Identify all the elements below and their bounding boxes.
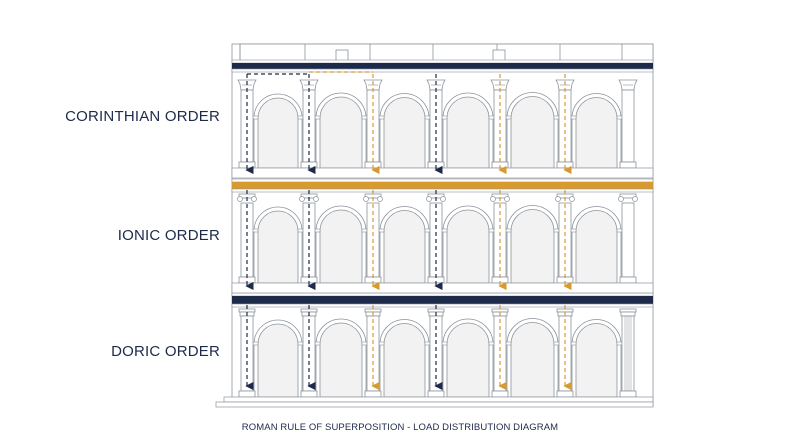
column-base [619,161,637,169]
entablature-band-top-moulding-bottom [231,68,654,73]
arch-outline [442,205,494,283]
arch-outline [506,205,559,283]
arch-outline [379,319,430,397]
doric-abacus [364,308,382,313]
arch-opening [257,97,299,169]
ionic-volute [313,196,319,202]
arch-outline [253,206,303,283]
arch-opening [383,210,426,284]
ionic-volute [377,196,383,202]
diagram-caption: ROMAN RULE OF SUPERPOSITION - LOAD DISTR… [241,422,559,433]
arch-opening [575,210,618,284]
arch-outline [315,205,367,283]
arch-opening [319,96,363,169]
arch-outline [253,93,303,168]
ionic-volute [569,196,575,202]
arch-outline [442,318,494,397]
arch-outline [253,319,303,397]
doric-abacus [556,308,574,313]
entablature-band-lower-moulding-bottom [231,303,654,308]
arch-outline [315,318,367,397]
doric-abacus [427,308,445,313]
cornice-moulding [231,167,654,179]
arch-outline [571,319,622,397]
base-step [223,396,654,403]
doric-abacus [619,308,637,313]
arch-outline [315,92,367,168]
arch-outline [506,318,559,397]
arch-opening [510,209,555,284]
ionic-volute [426,196,432,202]
ionic-volute [237,196,243,202]
arch-opening [257,323,299,398]
column-base [364,390,382,398]
arch-opening [383,97,426,169]
label-doric-order: DORIC ORDER [111,343,220,360]
ionic-volute [504,196,510,202]
ionic-volute [251,196,257,202]
arch-opening [575,97,618,169]
arch-opening [510,322,555,398]
entablature-band-middle [232,182,653,189]
ionic-volute [363,196,369,202]
column-base [619,276,637,284]
arch-outline [442,92,494,168]
attic-wall [239,43,654,63]
arch-outline [379,206,430,283]
arch-outline [506,92,559,168]
column-base [427,390,445,398]
column-base [619,390,637,398]
column-base [238,390,256,398]
doric-abacus [238,308,256,313]
column-base [491,390,509,398]
doric-echinus [620,311,636,317]
corinthian-column-shaft [621,89,635,163]
arch-opening [510,96,555,169]
entablature-band-middle-moulding-top [231,178,654,183]
entablature-band-lower-moulding-top [231,292,654,297]
arch-outline [571,93,622,168]
entablature-band-top [232,63,653,69]
arch-opening [319,209,363,284]
column-base [300,390,318,398]
ionic-volute [490,196,496,202]
arch-opening [446,209,490,284]
label-corinthian-order: CORINTHIAN ORDER [65,108,220,125]
ionic-volute [618,196,624,202]
base-step [215,401,654,408]
ionic-volute [555,196,561,202]
label-ionic-order: IONIC ORDER [117,227,220,244]
arch-opening [383,323,426,398]
column-base [556,390,574,398]
arch-opening [446,96,490,169]
arch-opening [319,322,363,398]
doric-abacus [491,308,509,313]
arch-opening [575,323,618,398]
entablature-band-lower [232,296,653,304]
arch-outline [379,93,430,168]
doric-column-shaft [621,315,635,392]
ionic-volute [440,196,446,202]
ionic-column-shaft [621,202,635,278]
ionic-volute [299,196,305,202]
ionic-volute [632,196,638,202]
entablature-band-top-moulding-top [231,59,654,64]
cornice-moulding [231,282,654,294]
arch-opening [446,322,490,398]
entablature-band-middle-moulding-bottom [231,188,654,193]
ionic-capital [619,193,637,199]
arch-outline [571,206,622,283]
doric-abacus [300,308,318,313]
arch-opening [257,210,299,284]
